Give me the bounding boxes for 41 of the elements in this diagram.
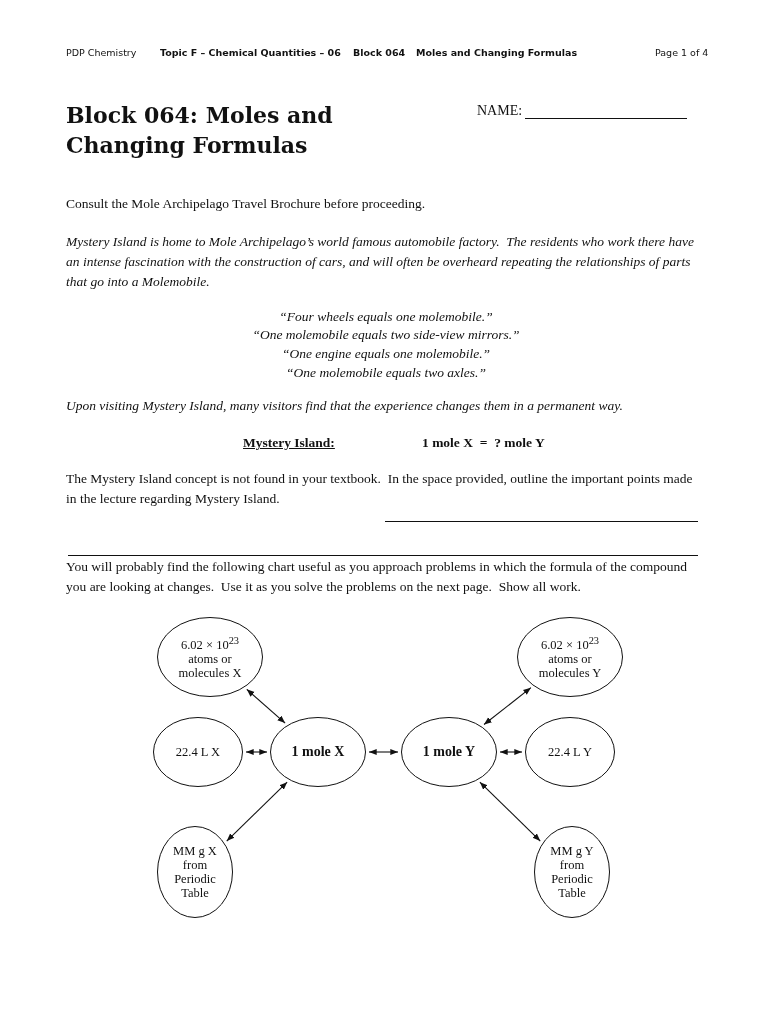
- header-text: Block 064: [353, 47, 406, 58]
- quote-text: “One engine equals one molemobile.”: [280, 346, 492, 362]
- quantity-ellipse: [517, 617, 623, 697]
- instruction-text: Consult the Mole Archipelago Travel Brochure before proceeding.: [66, 196, 427, 212]
- node-text: 6.02 × 10$^{23}$ atoms or molecules Y: [537, 633, 603, 681]
- header-text: Page 1 of 4: [655, 47, 709, 58]
- quote-text: “One molemobile equals two side-view mirrors.”: [251, 327, 521, 343]
- double-arrow: [245, 748, 268, 756]
- double-arrow: [368, 748, 399, 756]
- story-paragraph: Upon visiting Mystery Island, many visitors find that the experience changes them in a permanent way.: [66, 398, 624, 414]
- mole-ratio-text: 1 mole X = ? mole Y: [422, 435, 545, 451]
- quantity-ellipse: [157, 617, 263, 697]
- double-arrow: [246, 688, 286, 724]
- quote-text: “Four wheels equals one molemobile.”: [278, 309, 494, 325]
- double-arrow: [499, 748, 523, 756]
- node-text: 1 mole Y: [421, 745, 477, 759]
- name-label: NAME:: [477, 103, 523, 119]
- quantity-ellipse: [270, 717, 366, 787]
- quantity-ellipse: [157, 826, 233, 918]
- node-text: 1 mole X: [290, 745, 346, 759]
- node-text: MM g Y from Periodic Table: [549, 844, 595, 900]
- node-text: 22.4 L Y: [547, 745, 593, 759]
- quantity-ellipse: [153, 717, 243, 787]
- quantity-ellipse: [525, 717, 615, 787]
- header-text: PDP Chemistry: [66, 47, 137, 58]
- node-text: MM g X from Periodic Table: [172, 844, 218, 900]
- double-arrow: [483, 687, 532, 726]
- double-arrow: [226, 781, 288, 842]
- header-text: Topic F – Chemical Quantities – 06: [160, 47, 341, 58]
- instruction-paragraph: The Mystery Island concept is not found in your textbook. In the space provided, outline the important points made in the lecture regarding Mystery Island.: [66, 470, 694, 508]
- topic-heading: Mystery Island:: [243, 435, 335, 451]
- quantity-ellipse: [534, 826, 610, 918]
- double-arrow: [479, 781, 541, 842]
- header-text: Moles and Changing Formulas: [416, 47, 578, 58]
- page-title: Block 064: Moles and Changing Formulas: [66, 101, 334, 160]
- instruction-paragraph: You will probably find the following chart useful as you approach problems in which the formula of the compound you are looking at changes. Use it as you solve the problems on the next page. Show all work.: [66, 558, 688, 596]
- quantity-ellipse: [401, 717, 497, 787]
- node-text: 22.4 L X: [174, 745, 222, 759]
- quote-text: “One molemobile equals two axles.”: [285, 365, 487, 381]
- node-text: 6.02 × 10$^{23}$ atoms or molecules X: [177, 633, 243, 681]
- story-paragraph: Mystery Island is home to Mole Archipelago’s world famous automobile factory. The residents who work there have an intense fascination with the construction of cars, and will often be overheard repeating the relationships of parts that go into a Molemobile.: [66, 233, 695, 291]
